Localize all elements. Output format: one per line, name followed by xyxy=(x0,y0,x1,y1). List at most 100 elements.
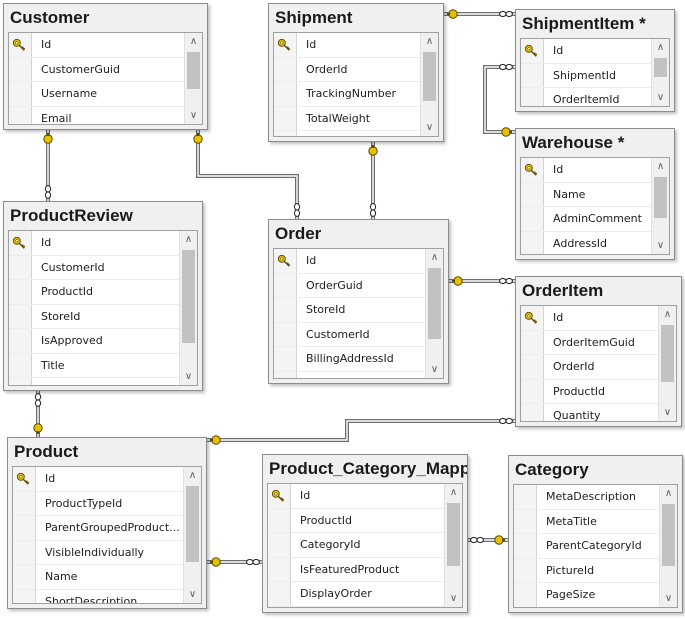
relationship-connector[interactable] xyxy=(444,9,515,19)
table-title[interactable]: ProductReview xyxy=(10,206,133,225)
table-title[interactable]: Category xyxy=(515,460,589,479)
column-row[interactable]: ReviewText xyxy=(9,378,180,385)
column-row[interactable]: OrderItemId xyxy=(521,88,652,106)
vertical-scrollbar[interactable]: ∧∨ xyxy=(444,484,462,607)
column-row[interactable]: VisibleIndividually xyxy=(13,541,184,565)
column-row[interactable]: ProductTypeId xyxy=(13,492,184,516)
chevron-up-icon[interactable]: ∧ xyxy=(656,42,665,53)
chevron-up-icon[interactable]: ∧ xyxy=(188,470,197,481)
column-row[interactable]: ProductId xyxy=(268,509,445,533)
column-row[interactable]: TotalWeight xyxy=(274,107,421,131)
column-row[interactable]: OrderGuid xyxy=(274,274,426,298)
column-row[interactable]: ProductId xyxy=(9,280,180,305)
column-row[interactable]: ParentCategoryId xyxy=(514,534,660,559)
scrollbar-thumb[interactable] xyxy=(186,486,199,562)
column-row[interactable]: StoreId xyxy=(274,298,426,323)
vertical-scrollbar[interactable]: ∧∨ xyxy=(651,39,669,106)
vertical-scrollbar[interactable]: ∧∨ xyxy=(425,249,443,378)
vertical-scrollbar[interactable]: ∧∨ xyxy=(659,485,677,607)
column-row[interactable]: Id xyxy=(274,249,426,274)
chevron-down-icon[interactable]: ∨ xyxy=(189,110,198,121)
column-row[interactable]: CustomerId xyxy=(274,323,426,347)
chevron-down-icon[interactable]: ∨ xyxy=(430,364,439,375)
column-row[interactable]: Email xyxy=(9,107,185,125)
relationship-connector[interactable] xyxy=(483,63,515,137)
chevron-up-icon[interactable]: ∧ xyxy=(656,161,665,172)
column-row[interactable]: Id xyxy=(13,467,184,492)
column-row[interactable]: ShortDescription xyxy=(13,590,184,604)
chevron-up-icon[interactable]: ∧ xyxy=(449,487,458,498)
chevron-up-icon[interactable]: ∧ xyxy=(189,36,198,47)
scrollbar-thumb[interactable] xyxy=(428,268,441,339)
column-row[interactable]: CustomerGuid xyxy=(9,58,185,82)
column-row[interactable]: AddressId xyxy=(521,232,652,255)
table-title[interactable]: ShipmentItem * xyxy=(522,14,646,33)
chevron-up-icon[interactable]: ∧ xyxy=(184,234,193,245)
column-row[interactable]: ShipmentId xyxy=(521,64,652,88)
vertical-scrollbar[interactable]: ∧∨ xyxy=(179,231,197,385)
column-row[interactable]: MetaTitle xyxy=(514,510,660,534)
table-title[interactable]: OrderItem xyxy=(522,281,604,300)
column-row[interactable]: Name xyxy=(521,183,652,207)
column-row[interactable]: ProductId xyxy=(521,380,659,404)
column-row[interactable]: OrderId xyxy=(521,355,659,380)
column-row[interactable]: Username xyxy=(9,82,185,107)
relationship-connector[interactable] xyxy=(368,142,378,219)
chevron-up-icon[interactable]: ∧ xyxy=(430,252,439,263)
scrollbar-thumb[interactable] xyxy=(661,325,674,382)
column-row[interactable]: CustomerId xyxy=(9,256,180,280)
table-title[interactable]: Product xyxy=(14,442,79,461)
chevron-down-icon[interactable]: ∨ xyxy=(449,593,458,604)
vertical-scrollbar[interactable]: ∧∨ xyxy=(651,158,669,254)
relationship-connector[interactable] xyxy=(43,130,53,201)
chevron-up-icon[interactable]: ∧ xyxy=(664,488,673,499)
scrollbar-thumb[interactable] xyxy=(447,503,460,566)
vertical-scrollbar[interactable]: ∧∨ xyxy=(184,33,202,124)
relationship-connector[interactable] xyxy=(207,557,262,567)
column-row[interactable]: OrderId xyxy=(274,58,421,82)
column-row[interactable]: Name xyxy=(13,565,184,590)
column-row[interactable]: IsFeaturedProduct xyxy=(268,558,445,582)
chevron-down-icon[interactable]: ∨ xyxy=(184,371,193,382)
scrollbar-thumb[interactable] xyxy=(182,250,195,343)
chevron-up-icon[interactable]: ∧ xyxy=(663,309,672,320)
column-row[interactable]: IsApproved xyxy=(9,329,180,354)
column-row[interactable]: Id xyxy=(521,306,659,331)
vertical-scrollbar[interactable]: ∧∨ xyxy=(420,33,438,136)
table-title[interactable]: Product_Category_Mapping xyxy=(269,459,467,478)
scrollbar-thumb[interactable] xyxy=(662,504,675,566)
column-row[interactable]: TrackingNumber xyxy=(274,82,421,107)
column-row[interactable]: AdminComment xyxy=(521,207,652,232)
vertical-scrollbar[interactable]: ∧∨ xyxy=(658,306,676,421)
column-row[interactable]: DisplayOrder xyxy=(268,582,445,607)
vertical-scrollbar[interactable]: ∧∨ xyxy=(183,467,201,603)
column-row[interactable]: Id xyxy=(274,33,421,58)
table-pcm[interactable]: Product_Category_MappingIdProductIdCateg… xyxy=(262,454,468,613)
column-row[interactable]: ShippedDateUtc xyxy=(274,131,421,136)
column-row[interactable]: OrderItemGuid xyxy=(521,331,659,355)
column-row[interactable]: Id xyxy=(268,484,445,509)
column-row[interactable]: CategoryId xyxy=(268,533,445,558)
chevron-down-icon[interactable]: ∨ xyxy=(656,240,665,251)
scrollbar-thumb[interactable] xyxy=(654,177,667,218)
column-row[interactable]: PictureId xyxy=(514,559,660,583)
column-row[interactable]: Id xyxy=(9,33,185,58)
chevron-down-icon[interactable]: ∨ xyxy=(664,593,673,604)
scrollbar-thumb[interactable] xyxy=(654,58,667,77)
column-row[interactable]: ShippingAddressId xyxy=(274,372,426,379)
table-title[interactable]: Order xyxy=(275,224,322,243)
column-row[interactable]: Id xyxy=(9,231,180,256)
chevron-down-icon[interactable]: ∨ xyxy=(663,407,672,418)
table-title[interactable]: Shipment xyxy=(275,8,353,27)
scrollbar-thumb[interactable] xyxy=(187,52,200,89)
chevron-down-icon[interactable]: ∨ xyxy=(656,92,665,103)
table-title[interactable]: Customer xyxy=(10,8,90,27)
